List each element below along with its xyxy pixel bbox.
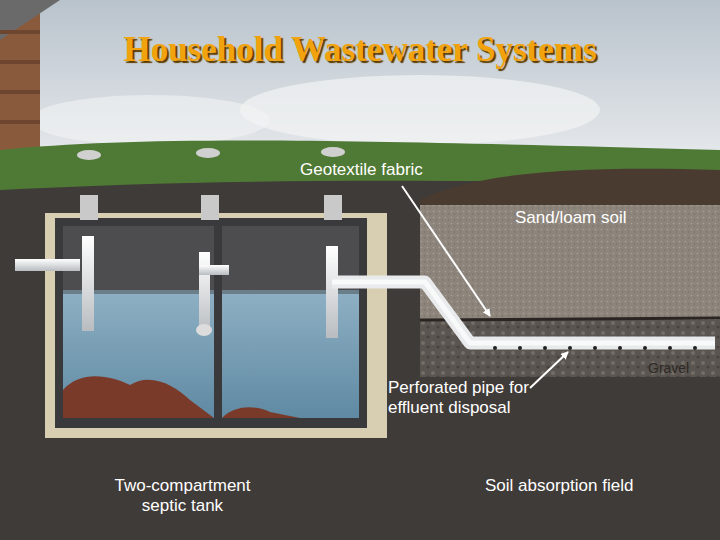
leader-line	[530, 352, 568, 388]
tank-divider	[214, 226, 222, 418]
leader-line	[402, 186, 490, 316]
pipe-highlight	[332, 282, 715, 343]
riser-cap	[321, 147, 345, 157]
perforations	[493, 346, 697, 350]
geotextile-fabric	[420, 318, 720, 320]
tank-interior	[63, 226, 359, 418]
riser	[201, 195, 219, 220]
callout-label: Geotextile fabric	[300, 160, 480, 180]
layer-label: Sand/loam soil	[515, 208, 695, 228]
concrete-bed	[45, 213, 387, 438]
diagram-title: Household Wastewater Systems	[0, 30, 720, 70]
tank-wall	[55, 218, 367, 428]
cloud	[30, 95, 270, 145]
house-siding	[0, 90, 40, 94]
riser	[324, 195, 342, 220]
riser	[80, 195, 98, 220]
sand-loam-layer	[420, 205, 720, 320]
house-siding	[0, 30, 40, 34]
layer-label: Gravel	[648, 358, 718, 378]
topsoil-mound	[420, 169, 720, 320]
transfer-pipe	[199, 252, 210, 334]
inlet-baffle	[82, 236, 94, 331]
house-siding	[0, 120, 40, 124]
sludge	[222, 407, 300, 418]
sludge	[63, 376, 214, 418]
pipe-fitting	[196, 324, 212, 336]
wastewater	[63, 290, 359, 418]
house-roof	[0, 0, 60, 40]
component-label: Soil absorption field	[485, 476, 685, 496]
callout-label: Perforated pipe for effluent disposal	[388, 378, 558, 418]
component-label: Two-compartment septic tank	[100, 476, 265, 516]
cloud	[240, 75, 600, 145]
outlet-pipe	[332, 282, 715, 343]
inlet-pipe	[15, 259, 80, 271]
riser-cap	[77, 150, 101, 160]
ground	[0, 181, 720, 540]
transfer-pipe	[199, 265, 229, 275]
sky	[0, 0, 720, 160]
outlet-baffle	[326, 246, 338, 338]
scum-layer	[63, 290, 359, 294]
riser-cap	[196, 148, 220, 158]
house-siding	[0, 60, 40, 64]
